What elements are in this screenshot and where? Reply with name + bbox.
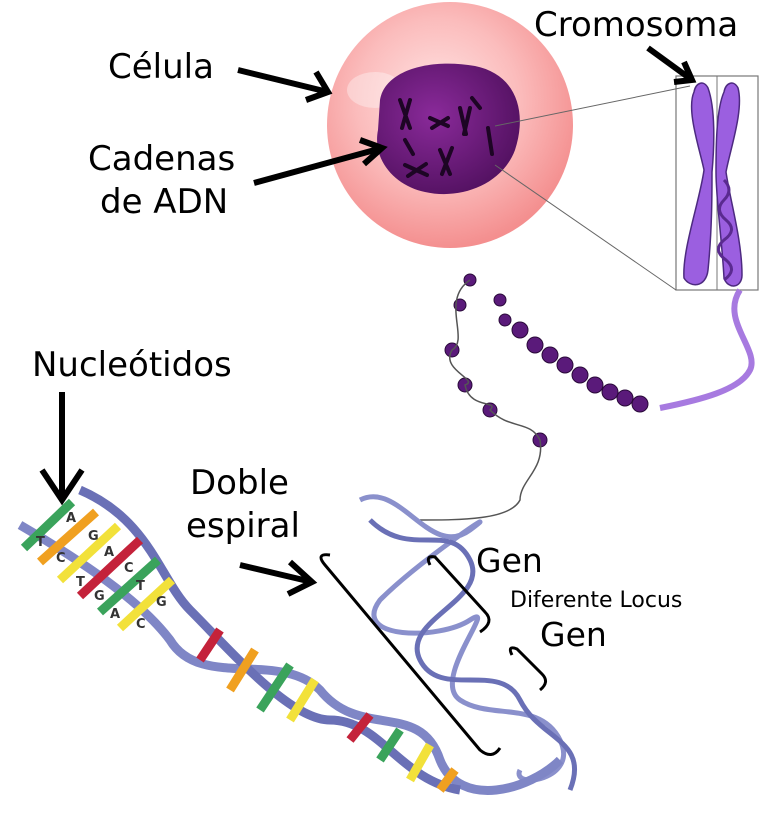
base-letter: A [104, 545, 114, 560]
base-letter: C [136, 617, 146, 632]
base-letter: G [156, 595, 167, 610]
base-letter: C [124, 561, 134, 576]
label-chromosome: Cromosoma [534, 5, 738, 45]
pointer-arrows [39, 45, 697, 597]
label-cell: Célula [108, 47, 214, 87]
base-letter: T [76, 575, 85, 590]
base-letter: A [66, 511, 76, 526]
base-letter: A [110, 607, 120, 622]
label-gene-1: Gen [476, 541, 543, 580]
gene-bracket [319, 553, 547, 756]
label-dna-chains-line1: Cadenas [88, 139, 235, 179]
base-letter: G [88, 529, 99, 544]
base-letter: T [36, 535, 45, 550]
label-double-helix-line2: espiral [186, 506, 300, 546]
nucleus [377, 63, 520, 195]
base-letter: T [136, 579, 145, 594]
base-letter: C [56, 551, 66, 566]
label-gene-2: Gen [540, 615, 607, 654]
label-double-helix-line1: Doble [190, 463, 289, 503]
chromosome-icon [494, 75, 759, 291]
label-dna-chains-line2: de ADN [100, 182, 228, 222]
label-nucleotides: Nucleótidos [32, 345, 232, 385]
chromatin-icon [419, 273, 755, 521]
label-different-locus: Diferente Locus [510, 588, 682, 613]
cell-icon [327, 2, 573, 248]
dna-helix-icon: T A C G T A G C T A C G [17, 485, 578, 795]
base-letter: G [94, 589, 105, 604]
